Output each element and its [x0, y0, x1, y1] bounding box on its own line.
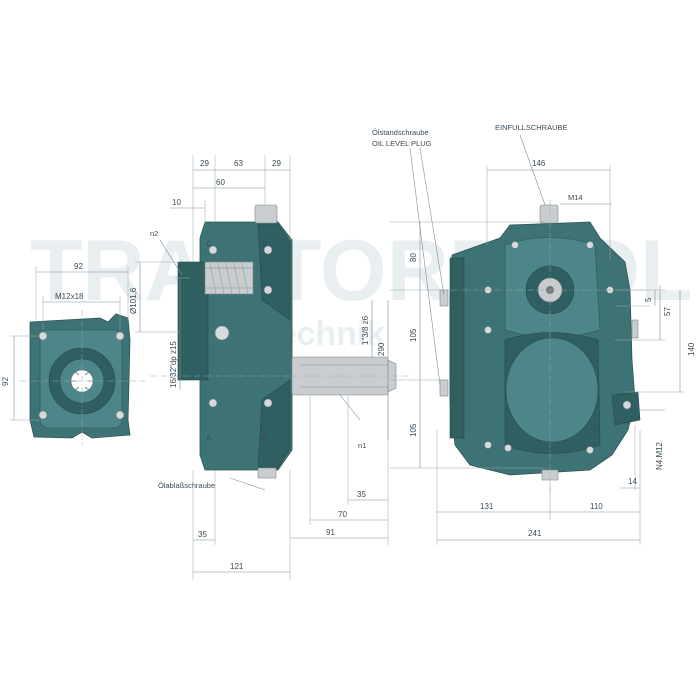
front-view [439, 200, 650, 495]
dim-63: 63 [234, 159, 243, 168]
spline-teeth [71, 371, 93, 391]
dim-70: 70 [338, 510, 347, 519]
dim-10: 10 [172, 198, 181, 207]
dim-57: 57 [663, 307, 672, 316]
level-plug-front [439, 289, 449, 307]
label-m14: M14 [568, 193, 583, 202]
side-center-boss [214, 325, 230, 341]
dim-diameter: Ø101,6 [129, 287, 138, 314]
level-plug-label-en: OIL LEVEL PLUG [372, 139, 432, 148]
label-n1: n1 [358, 441, 366, 450]
front-side-rib [449, 257, 465, 439]
dim-140: 140 [687, 342, 696, 356]
port-c: C [206, 239, 212, 248]
flange-bolt-tl [38, 331, 48, 341]
side-view [150, 204, 410, 479]
label-n4-m12: N4.M12 [655, 441, 664, 470]
flange-view [20, 310, 145, 445]
dim-29-right: 29 [272, 159, 281, 168]
fill-plug-label: EINFULLSCHRAUBE [495, 123, 568, 132]
dim-105-lower: 105 [409, 423, 418, 437]
flange-bolt-br [115, 410, 125, 420]
dim-92-width: 92 [74, 262, 83, 271]
dim-91: 91 [326, 528, 335, 537]
dim-29-left: 29 [200, 159, 209, 168]
flange-profile [177, 261, 209, 381]
dim-spline-output: 1"3/8 z6 [361, 315, 370, 345]
dim-146: 146 [532, 159, 546, 168]
label-n2: n2 [150, 229, 158, 238]
dim-35-side: 35 [198, 530, 207, 539]
dim-131: 131 [480, 502, 494, 511]
dim-110: 110 [590, 502, 603, 511]
lower-boss [505, 337, 599, 443]
fill-plug-front [539, 204, 559, 224]
fill-plug-side [254, 204, 278, 224]
dim-thread-m12: M12x18 [55, 292, 84, 301]
dim-121: 121 [230, 562, 244, 571]
dim-92-height: 92 [1, 377, 10, 386]
dim-spline-input: 16/32"dp z15 [169, 341, 178, 388]
drain-plug [257, 467, 277, 479]
drain-plug-label: Ölablaßschraube [158, 481, 215, 490]
dim-241: 241 [528, 529, 542, 538]
dim-5: 5 [644, 297, 653, 302]
flange-bolt-tr [115, 331, 125, 341]
dim-290: 290 [377, 342, 386, 356]
dim-60: 60 [216, 178, 225, 187]
level-plug-label-de: Ölstandschraube [372, 128, 429, 137]
flange-bolt-bl [38, 410, 48, 420]
dim-80: 80 [409, 253, 418, 262]
port-b: B [262, 433, 267, 442]
port-d: D [262, 239, 268, 248]
dim-35-shaft: 35 [357, 490, 366, 499]
dim-14: 14 [628, 477, 637, 486]
port-a: A [206, 433, 211, 442]
dim-105-upper: 105 [409, 328, 418, 342]
